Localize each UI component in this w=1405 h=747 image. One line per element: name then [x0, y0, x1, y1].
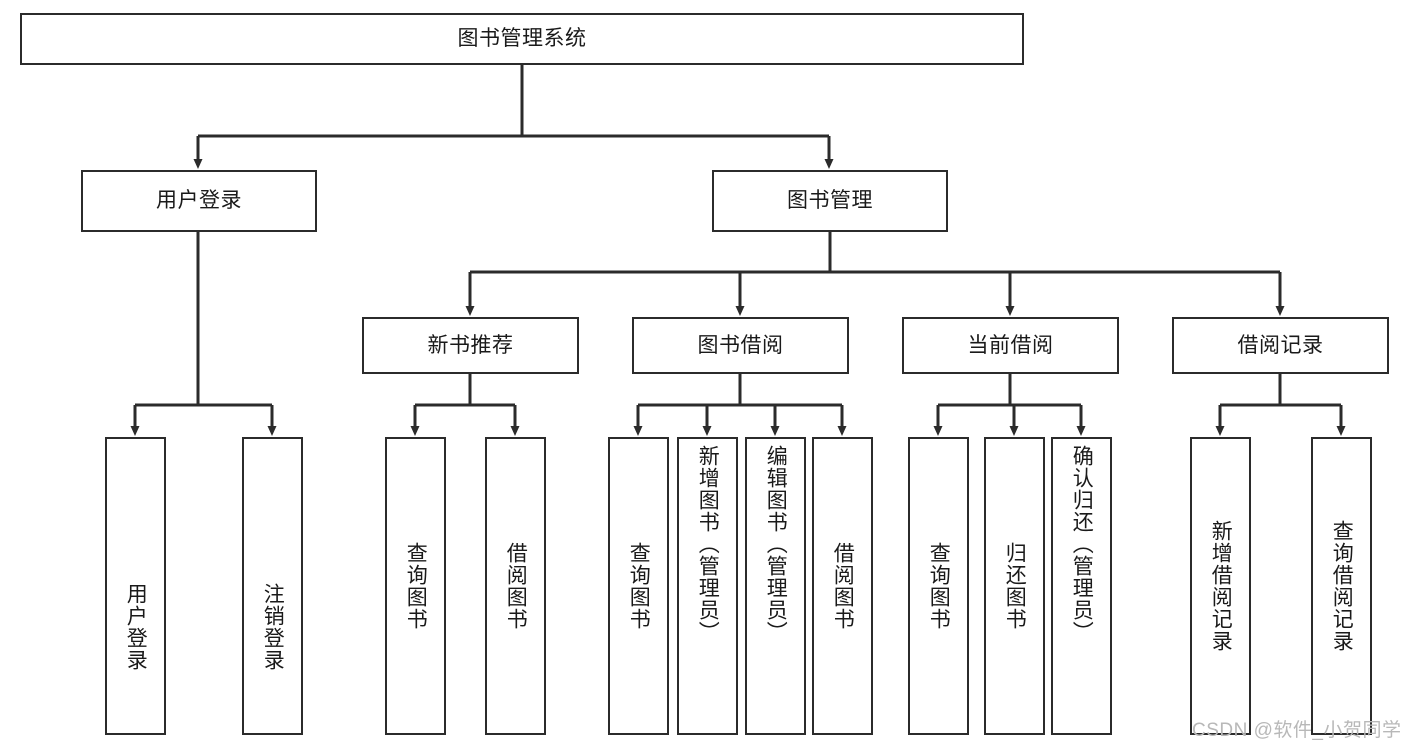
node-label: 编辑图书（管理员） — [764, 445, 788, 643]
node-label: 查询图书 — [927, 542, 951, 630]
connector-group — [130, 65, 1346, 436]
node-leaf-query-record[interactable]: 查询借阅记录 — [1311, 437, 1372, 735]
node-label: 当前借阅 — [967, 333, 1054, 357]
node-leaf-confirm-return[interactable]: 确认归还（管理员） — [1051, 437, 1112, 735]
node-label: 借阅图书 — [504, 542, 528, 630]
node-label: 注销登录 — [261, 583, 285, 671]
node-label: 查询图书 — [627, 542, 651, 630]
csdn-watermark: CSDN @软件_小贺同学 — [1192, 720, 1402, 741]
node-root[interactable]: 图书管理系统 — [20, 13, 1024, 65]
node-leaf-query-book-current[interactable]: 查询图书 — [908, 437, 969, 735]
node-label: 借阅记录 — [1237, 333, 1324, 357]
node-leaf-query-book-rec[interactable]: 查询图书 — [385, 437, 446, 735]
node-leaf-user-login[interactable]: 用户登录 — [105, 437, 166, 735]
node-label: 用户登录 — [124, 583, 148, 671]
node-borrow-record[interactable]: 借阅记录 — [1172, 317, 1389, 374]
node-label: 新增借阅记录 — [1209, 520, 1233, 652]
node-user-login[interactable]: 用户登录 — [81, 170, 317, 232]
node-leaf-edit-book[interactable]: 编辑图书（管理员） — [745, 437, 806, 735]
node-label: 用户登录 — [156, 189, 242, 213]
node-leaf-query-book-borrow[interactable]: 查询图书 — [608, 437, 669, 735]
node-leaf-borrow-book[interactable]: 借阅图书 — [812, 437, 873, 735]
node-label: 新增图书（管理员） — [696, 445, 720, 643]
node-label: 图书管理系统 — [457, 27, 587, 51]
node-label: 查询借阅记录 — [1330, 520, 1354, 652]
node-leaf-return-book[interactable]: 归还图书 — [984, 437, 1045, 735]
node-book-manage[interactable]: 图书管理 — [712, 170, 948, 232]
node-label: 新书推荐 — [427, 333, 514, 357]
node-leaf-add-record[interactable]: 新增借阅记录 — [1190, 437, 1251, 735]
node-label: 图书借阅 — [697, 333, 784, 357]
node-book-borrow[interactable]: 图书借阅 — [632, 317, 849, 374]
node-leaf-add-book[interactable]: 新增图书（管理员） — [677, 437, 738, 735]
node-label: 归还图书 — [1003, 542, 1027, 630]
node-label: 确认归还（管理员） — [1070, 445, 1094, 643]
node-label: 查询图书 — [404, 542, 428, 630]
node-leaf-logout[interactable]: 注销登录 — [242, 437, 303, 735]
node-new-book-rec[interactable]: 新书推荐 — [362, 317, 579, 374]
node-current-borrow[interactable]: 当前借阅 — [902, 317, 1119, 374]
node-leaf-borrow-book-rec[interactable]: 借阅图书 — [485, 437, 546, 735]
node-label: 图书管理 — [787, 189, 873, 213]
node-label: 借阅图书 — [831, 542, 855, 630]
